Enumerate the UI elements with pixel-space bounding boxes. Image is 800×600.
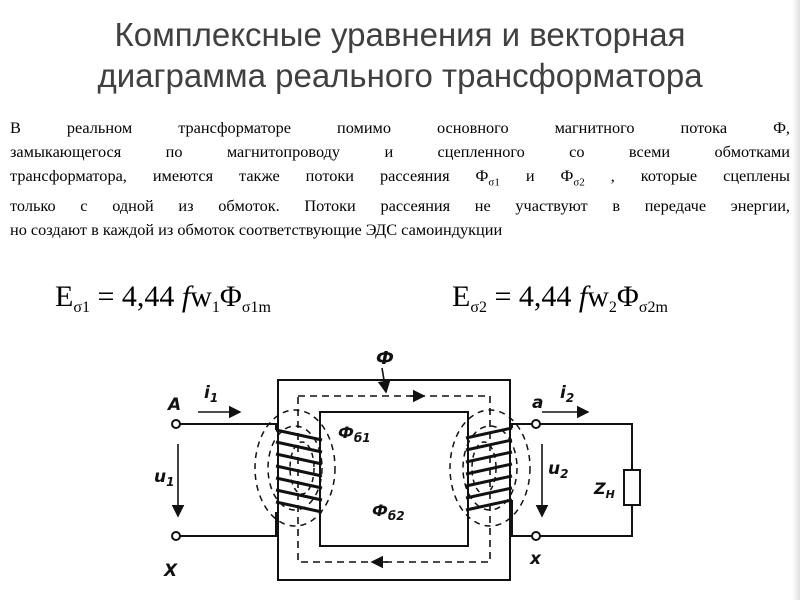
formula-2-E: E bbox=[452, 280, 471, 313]
terminal-x-dot bbox=[531, 531, 541, 541]
terminal-A-dot bbox=[171, 419, 181, 429]
secondary-lead-top bbox=[511, 423, 633, 470]
secondary-lead-bottom bbox=[511, 500, 633, 537]
label-current-2: i2 bbox=[560, 383, 574, 405]
phi-sigma1-subscript: σ1 bbox=[488, 176, 500, 189]
leakage-flux-1-outer bbox=[254, 409, 336, 527]
formula-1-f: f bbox=[181, 280, 191, 313]
formula-emf-2: Eσ2 = 4,44 fw2Φσ2m bbox=[452, 280, 668, 317]
label-terminal-x: x bbox=[529, 549, 542, 569]
phi-sigma2-subscript: σ2 bbox=[573, 176, 585, 189]
formula-1-w: w bbox=[190, 280, 212, 313]
leakage-flux-1-inner bbox=[267, 425, 323, 511]
formula-emf-1: Eσ1 = 4,44 fw1Φσ1m bbox=[55, 280, 271, 317]
formula-2-w: w bbox=[587, 280, 609, 313]
label-current-1: i1 bbox=[204, 383, 218, 405]
secondary-winding bbox=[465, 426, 513, 512]
terminal-a-dot bbox=[531, 419, 541, 429]
formula-2-w-sub: 2 bbox=[608, 299, 617, 316]
label-voltage-2: u2 bbox=[548, 459, 568, 481]
formula-2-E-sub: σ2 bbox=[470, 299, 487, 316]
paragraph-line-3: трансформатора, имеются также потоки рас… bbox=[10, 164, 790, 194]
formula-1-coef: = 4,44 bbox=[89, 280, 182, 313]
label-terminal-a: a bbox=[532, 393, 543, 413]
leakage-flux-2-inner bbox=[462, 425, 518, 511]
body-paragraph: В реальном трансформаторе помимо основно… bbox=[10, 116, 790, 242]
transformer-diagram: Ф A X a x i1 i2 u1 u2 Фб1 Фб2 ZН bbox=[154, 348, 641, 581]
title-line-2: диаграмма реального трансформатора bbox=[97, 57, 703, 94]
load-resistor bbox=[623, 469, 641, 506]
slide-title: Комплексные уравнения и векторная диагра… bbox=[0, 14, 800, 96]
terminal-X-dot bbox=[171, 531, 181, 541]
formula-1-E: E bbox=[55, 280, 74, 313]
main-flux-path bbox=[297, 395, 491, 563]
formula-2-f: f bbox=[578, 280, 588, 313]
label-leakage-flux-2: Фб2 bbox=[372, 501, 405, 523]
core-inner bbox=[319, 411, 469, 547]
formula-2-coef: = 4,44 bbox=[486, 280, 579, 313]
leakage-flux-1-core bbox=[289, 441, 315, 495]
formula-1-phi-sub: σ1m bbox=[241, 299, 271, 316]
paragraph-line-2: замыкающегося по магнитопроводу и сцепле… bbox=[10, 142, 790, 161]
main-flux-arrow bbox=[377, 367, 391, 394]
label-leakage-flux-1: Фб1 bbox=[338, 423, 371, 445]
leakage-flux-2-outer bbox=[449, 409, 531, 527]
primary-lead-top bbox=[178, 423, 277, 430]
label-terminal-A: A bbox=[166, 395, 181, 415]
paragraph-line-3-start: трансформатора, имеются также потоки рас… bbox=[10, 166, 489, 185]
title-line-1: Комплексные уравнения и векторная bbox=[114, 16, 686, 53]
formula-1-phi: Φ bbox=[219, 280, 242, 313]
slide-edge-shadow bbox=[792, 0, 800, 600]
paragraph-line-1: В реальном трансформаторе помимо основно… bbox=[10, 118, 790, 137]
formula-2-phi: Φ bbox=[616, 280, 639, 313]
formula-2-phi-sub: σ2m bbox=[638, 299, 668, 316]
label-main-flux: Ф bbox=[376, 348, 394, 369]
label-terminal-X: X bbox=[163, 561, 178, 581]
primary-lead-bottom bbox=[178, 512, 277, 537]
formula-1-w-sub: 1 bbox=[211, 299, 220, 316]
core-outer bbox=[277, 379, 511, 581]
label-load: ZН bbox=[593, 479, 615, 501]
paragraph-line-5: но создают в каждой из обмоток соответст… bbox=[10, 220, 503, 240]
paragraph-line-3-end: , которые сцеплены bbox=[584, 166, 790, 185]
paragraph-line-4: только с одной из обмоток. Потоки рассея… bbox=[10, 196, 790, 216]
formula-1-E-sub: σ1 bbox=[73, 299, 90, 316]
primary-winding bbox=[275, 428, 323, 514]
paragraph-line-3-and: и Ф bbox=[499, 166, 574, 185]
label-voltage-1: u1 bbox=[154, 467, 174, 489]
